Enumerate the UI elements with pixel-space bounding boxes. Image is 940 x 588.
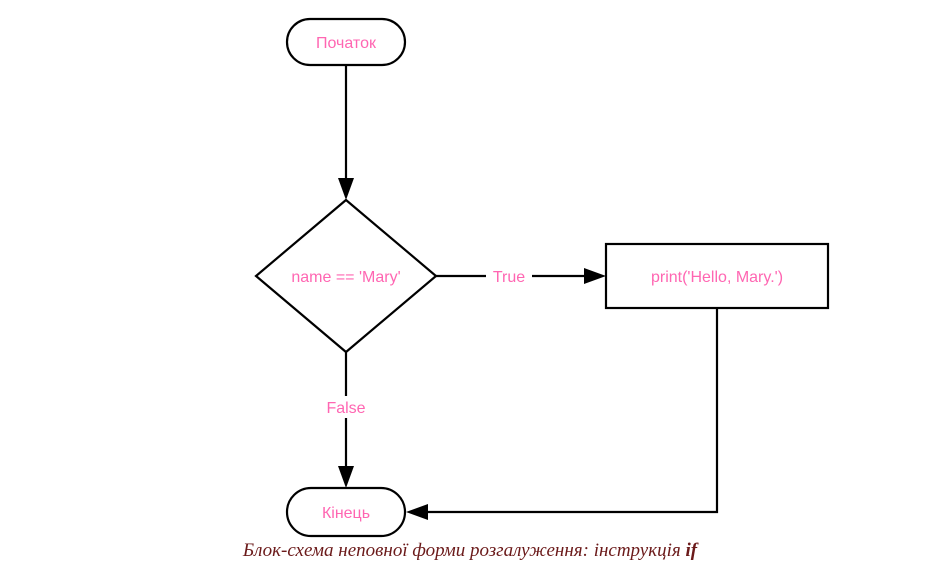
caption-keyword: if (685, 540, 698, 561)
edge-start-to-decision (338, 65, 354, 200)
edge-true-branch: True (436, 265, 606, 287)
figure-caption: Блок-схема неповної форми розгалуження: … (0, 540, 940, 562)
arrowhead-true-branch (584, 268, 606, 284)
node-process: print('Hello, Mary.') (604, 242, 830, 310)
arrowhead-start-to-decision (338, 178, 354, 200)
caption-text: Блок-схема неповної форми розгалуження: … (242, 540, 681, 561)
end-terminator-shape (285, 486, 407, 538)
arrowhead-process-to-end (406, 504, 428, 520)
edge-false-branch: False (318, 352, 374, 488)
node-end: Кінець (285, 486, 407, 538)
edge-label-false: False (326, 400, 365, 417)
process-label: print('Hello, Mary.') (651, 269, 783, 286)
start-terminator-shape (285, 17, 407, 67)
edge-process-to-end (406, 308, 719, 520)
node-decision: name == 'Mary' (254, 198, 438, 354)
edge-label-true: True (493, 269, 525, 286)
node-start: Початок (285, 17, 407, 67)
arrowhead-false-branch (338, 466, 354, 488)
decision-label: name == 'Mary' (291, 269, 400, 286)
start-label: Початок (316, 35, 377, 52)
process-rectangle-shape (604, 242, 830, 310)
end-label: Кінець (322, 505, 370, 522)
decision-diamond-shape (254, 198, 438, 354)
